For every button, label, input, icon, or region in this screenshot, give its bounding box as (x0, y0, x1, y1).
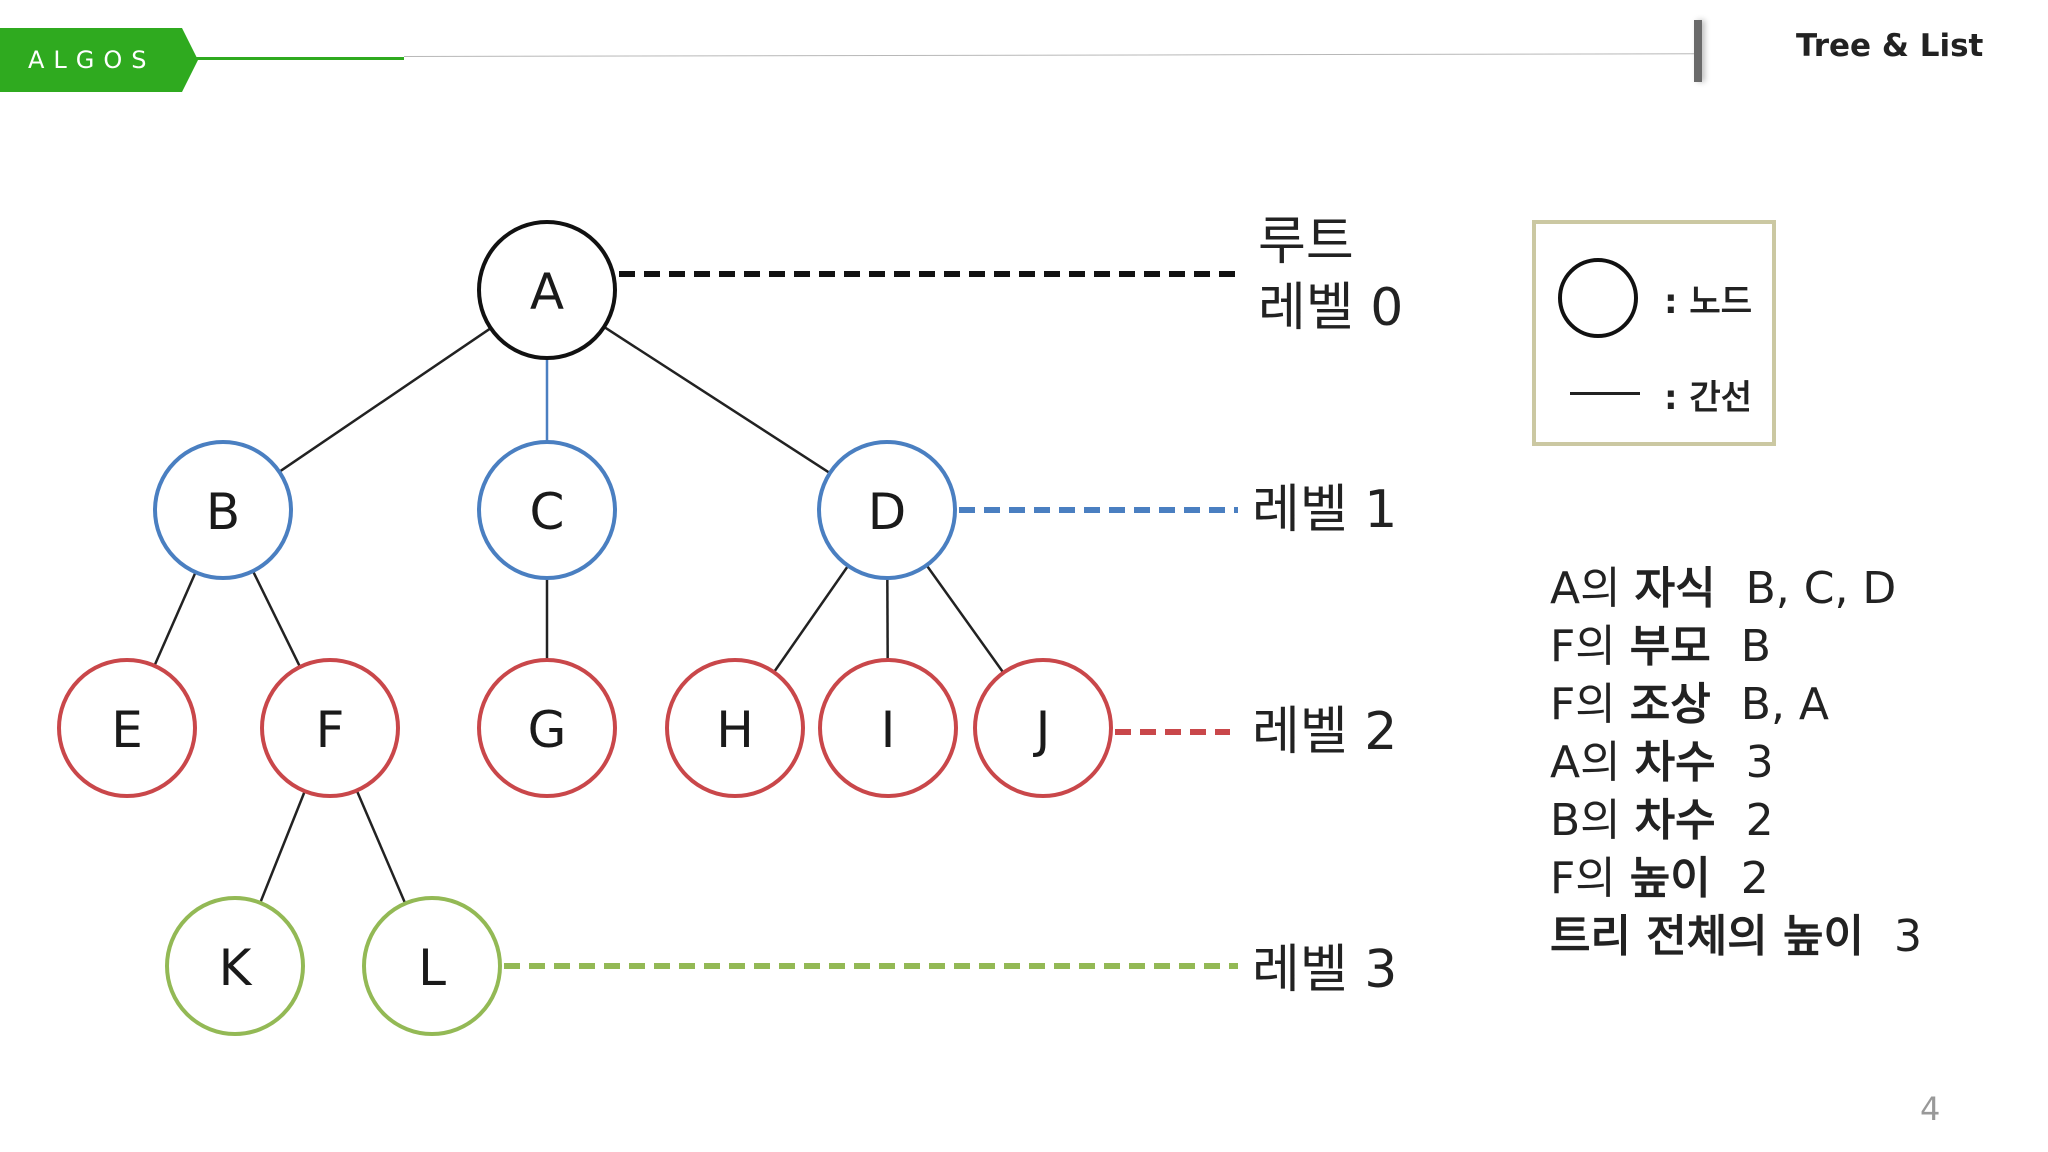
tree-node-j: J (973, 658, 1113, 798)
fact-row: 트리 전체의 높이 3 (1550, 908, 2030, 966)
fact-subject: F의 (1550, 679, 1616, 730)
level-1-label: 레벨 1 (1252, 480, 1397, 540)
node-circle (362, 896, 502, 1036)
node-circle (477, 220, 617, 360)
legend-node-circle-icon (1558, 258, 1638, 338)
tree-node-d: D (817, 440, 957, 580)
node-circle (260, 658, 400, 798)
node-label: B (206, 483, 240, 541)
edges-layer (150, 322, 1008, 910)
fact-value: B (1740, 621, 1771, 672)
node-label: J (1033, 701, 1051, 759)
fact-subject: F의 (1550, 621, 1616, 672)
fact-value: 2 (1745, 795, 1774, 846)
level-0-caption: 루트 (1258, 212, 1354, 272)
header-accent-line (190, 57, 404, 60)
fact-value: B, C, D (1745, 563, 1897, 614)
tree-edge-d-h (769, 560, 853, 678)
level-2-label: 레벨 2 (1252, 702, 1397, 762)
legend-edge-line-icon (1570, 392, 1640, 395)
node-label: E (111, 701, 143, 759)
fact-value: 3 (1745, 737, 1774, 788)
node-circle (477, 440, 617, 580)
node-label: F (316, 701, 345, 759)
tree-node-i: I (818, 658, 958, 798)
node-circle (165, 896, 305, 1036)
node-circle (57, 658, 197, 798)
node-label: L (418, 939, 446, 997)
level-3-label: 레벨 3 (1252, 940, 1397, 1000)
fact-term: 높이 (1629, 853, 1711, 904)
tree-node-a: A (477, 220, 617, 360)
node-label: H (716, 701, 754, 759)
legend-edge-label: : 간선 (1664, 378, 1752, 418)
tree-node-k: K (165, 896, 305, 1036)
legend-box: : 노드 : 간선 (1532, 220, 1776, 446)
fact-term: 차수 (1634, 795, 1716, 846)
fact-value: 2 (1740, 853, 1769, 904)
fact-term: 조상 (1629, 679, 1711, 730)
tree-node-b: B (153, 440, 293, 580)
node-label: I (881, 701, 896, 759)
brand-logo: ALGOS (0, 28, 198, 92)
tree-edge-b-e (150, 566, 200, 672)
nodes-layer: A B C D E F G H I J K L (57, 220, 1113, 1036)
fact-subject: A의 (1550, 737, 1621, 788)
node-label: A (530, 263, 564, 321)
tree-node-e: E (57, 658, 197, 798)
node-circle (818, 658, 958, 798)
fact-row: B의 차수 2 (1550, 792, 2030, 850)
fact-term: 차수 (1634, 737, 1716, 788)
tree-node-h: H (665, 658, 805, 798)
tree-edge-f-l (353, 784, 409, 910)
tree-node-l: L (362, 896, 502, 1036)
fact-term: 트리 전체의 높이 (1550, 911, 1864, 962)
fact-term: 자식 (1634, 563, 1716, 614)
tree-node-f: F (260, 658, 400, 798)
legend-node-label: : 노드 (1664, 282, 1752, 322)
slide-title: Tree & List (1796, 28, 1984, 64)
fact-row: F의 부모 B (1550, 618, 2030, 676)
fact-subject: F의 (1550, 853, 1616, 904)
fact-value: B, A (1740, 679, 1830, 730)
tree-edge-b-f (249, 565, 304, 673)
node-circle (817, 440, 957, 580)
tree-node-c: C (477, 440, 617, 580)
tree-edge-f-k (256, 785, 309, 909)
level-0-label: 레벨 0 (1258, 278, 1403, 338)
node-circle (665, 658, 805, 798)
fact-subject: A의 (1550, 563, 1621, 614)
fact-subject: B의 (1550, 795, 1621, 846)
node-label: G (528, 701, 567, 759)
tree-edge-d-j (922, 559, 1008, 679)
node-label: D (868, 483, 907, 541)
node-label: C (530, 483, 565, 541)
tree-edge-a-d (598, 322, 836, 478)
node-circle (153, 440, 293, 580)
fact-row: F의 높이 2 (1550, 850, 2030, 908)
fact-row: A의 자식 B, C, D (1550, 560, 2030, 618)
node-circle (477, 658, 617, 798)
tree-node-g: G (477, 658, 617, 798)
page-number: 4 (1920, 1090, 1941, 1128)
node-circle (973, 658, 1113, 798)
header-marker (1694, 20, 1702, 82)
fact-term: 부모 (1629, 621, 1711, 672)
tree-edge-a-b (273, 323, 497, 477)
fact-value: 3 (1894, 911, 1922, 962)
fact-row: A의 차수 3 (1550, 734, 2030, 792)
node-label: K (219, 939, 253, 997)
fact-row: F의 조상 B, A (1550, 676, 2030, 734)
